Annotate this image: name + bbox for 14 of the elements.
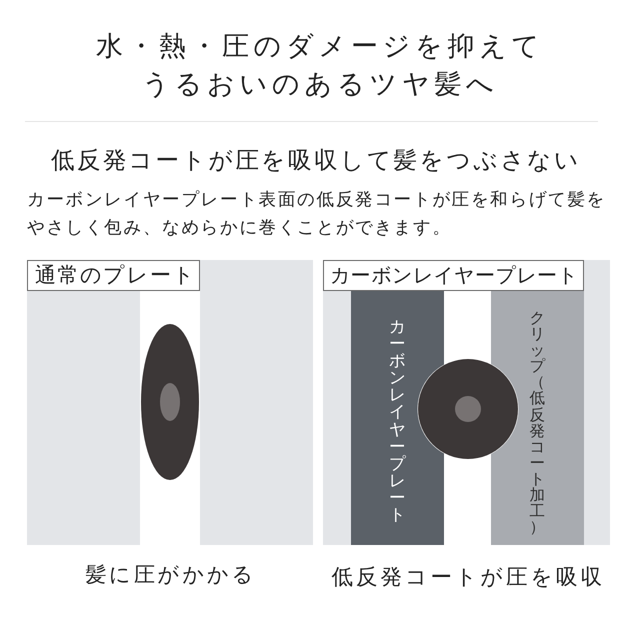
subheading: 低反発コートが圧を吸収して髪をつぶさない — [51, 145, 581, 176]
clip-plate — [491, 291, 584, 545]
body-text: カーボンレイヤープレート表面の低反発コートが圧を和らげて髪をやさしく包み、なめらかに巻くことができます。 — [27, 189, 607, 240]
caption: 髪に圧がかかる — [86, 561, 256, 588]
plate — [27, 291, 140, 545]
vertical-label: クリップ（低反発コート加工） — [529, 310, 546, 536]
caption: 低反発コートが圧を吸収 — [331, 564, 605, 592]
plate — [323, 291, 444, 545]
vertical-label: カーボンレイヤープレート — [388, 318, 406, 524]
panel-heading: 通常のプレート — [27, 260, 200, 291]
panel-heading: カーボンレイヤープレート — [323, 260, 584, 291]
title: 水・熱・圧のダメージを抑えてうるおいのあるツヤ髪へ — [95, 30, 545, 102]
coated-plate — [351, 291, 444, 545]
plate — [200, 260, 313, 545]
